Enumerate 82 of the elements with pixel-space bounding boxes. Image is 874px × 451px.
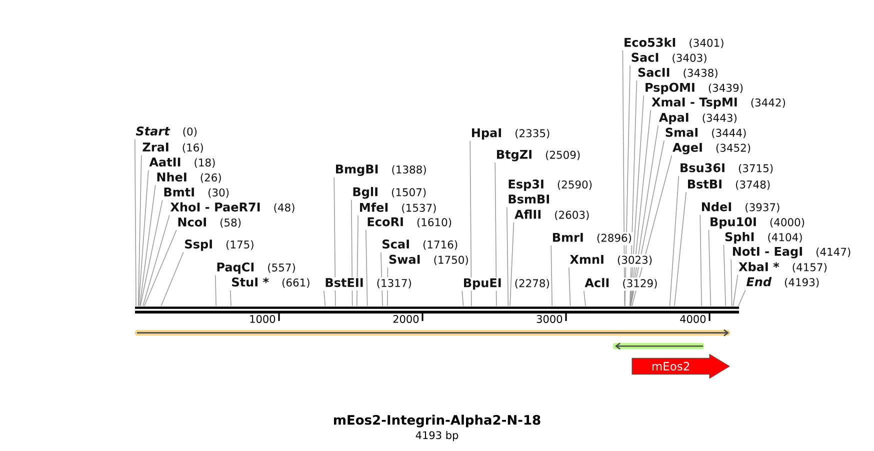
scale-label: 4000 bbox=[680, 315, 706, 323]
sequence-length: 4193 bp bbox=[416, 431, 458, 442]
site-label: SmaI (3444) bbox=[664, 127, 748, 140]
site-label: XhoI - PaeR7I (48) bbox=[170, 202, 296, 215]
leader-line bbox=[215, 274, 216, 306]
site-label: SacII (3438) bbox=[636, 67, 719, 80]
site-label: BmtI (30) bbox=[162, 186, 230, 200]
site-label: SphI (4104) bbox=[724, 231, 804, 245]
site-label: HpaI (2335) bbox=[470, 128, 551, 141]
site-label: BtgZI (2509) bbox=[495, 149, 582, 162]
site-label: Bsu36I (3715) bbox=[678, 162, 774, 176]
site-label: NcoI (58) bbox=[176, 216, 242, 230]
leader-line bbox=[138, 154, 142, 306]
leader-line bbox=[738, 290, 746, 306]
leader-line bbox=[351, 200, 353, 306]
site-label: AflII (2603) bbox=[514, 209, 590, 222]
site-label: XmnI (3023) bbox=[569, 254, 654, 268]
leader-line bbox=[142, 214, 170, 306]
map-title: mEos2-Integrin-Alpha2-N-18 bbox=[334, 414, 540, 428]
leader-line bbox=[462, 290, 464, 306]
leader-line bbox=[568, 267, 571, 306]
feature-bar bbox=[613, 342, 704, 350]
leader-line bbox=[506, 206, 509, 306]
site-label: SwaI (1750) bbox=[388, 254, 470, 268]
leader-line bbox=[138, 170, 149, 306]
leader-line bbox=[494, 162, 497, 306]
leader-line bbox=[732, 274, 738, 306]
leader-line bbox=[334, 176, 336, 306]
dna-backbone bbox=[135, 306, 739, 314]
leader-line bbox=[470, 140, 472, 306]
site-label: Eco53kI (3401) bbox=[622, 37, 725, 50]
site-label: PspOMI (3439) bbox=[644, 82, 744, 96]
site-label: ApaI (3443) bbox=[658, 112, 738, 126]
site-label: NheI (26) bbox=[156, 172, 222, 185]
site-label: BstBI (3748) bbox=[686, 178, 772, 192]
leader-line bbox=[669, 176, 680, 306]
scale-label: 2000 bbox=[393, 315, 419, 323]
site-label: XbaI * (4157) bbox=[738, 261, 828, 275]
site-label: XmaI - TspMI (3442) bbox=[650, 96, 787, 110]
feature-bar bbox=[135, 329, 730, 336]
site-label: BmrI (2896) bbox=[551, 232, 633, 246]
site-label: Esp3I (2590) BsmBI bbox=[507, 178, 594, 207]
scale-label: 3000 bbox=[536, 315, 562, 323]
site-label: AclI (3129) bbox=[584, 277, 658, 291]
leader-line bbox=[140, 200, 163, 306]
leader-line bbox=[730, 259, 732, 306]
leader-line bbox=[230, 290, 232, 306]
site-label: NotI - EagI (4147) bbox=[731, 246, 852, 260]
leader-line bbox=[674, 192, 686, 306]
site-label: Start (0) bbox=[135, 126, 198, 139]
site-label: ZraI (16) bbox=[142, 142, 204, 155]
site-label: End (4193) bbox=[746, 276, 820, 290]
site-label: StuI * (661) bbox=[230, 276, 311, 290]
leader-line bbox=[144, 230, 177, 306]
leader-line bbox=[550, 245, 552, 306]
leader-line bbox=[510, 222, 514, 306]
leader-line bbox=[160, 252, 184, 306]
leader-line bbox=[708, 230, 712, 306]
leader-line bbox=[366, 230, 368, 306]
scale-label: 1000 bbox=[250, 315, 276, 323]
site-label: BpuEI (2278) bbox=[462, 278, 551, 291]
leader-line bbox=[324, 290, 326, 306]
site-label: MfeI (1537) bbox=[358, 202, 438, 216]
leader-line bbox=[134, 138, 136, 306]
leader-line bbox=[630, 110, 652, 306]
site-label: AatII (18) bbox=[148, 156, 216, 170]
leader-line bbox=[139, 184, 156, 306]
site-label: PaqCI (557) bbox=[216, 262, 296, 275]
site-label: Bpu10I (4000) bbox=[708, 216, 806, 230]
site-label: SacI (3403) bbox=[630, 52, 708, 66]
site-label: EcoRI (1610) bbox=[366, 216, 453, 230]
site-label: AgeI (3452) bbox=[672, 142, 752, 156]
site-label: BstEII (1317) bbox=[324, 277, 413, 290]
gene-feature: mEos2 bbox=[632, 354, 730, 379]
site-label: BmgBI (1388) bbox=[334, 164, 428, 177]
site-label: ScaI (1716) bbox=[381, 238, 459, 252]
leader-line bbox=[700, 214, 702, 306]
leader-line bbox=[723, 244, 726, 306]
site-label: NdeI (3937) bbox=[700, 201, 781, 215]
site-label: BglI (1507) bbox=[352, 186, 428, 200]
site-label: SspI (175) bbox=[184, 238, 255, 252]
leader-line bbox=[584, 290, 586, 306]
